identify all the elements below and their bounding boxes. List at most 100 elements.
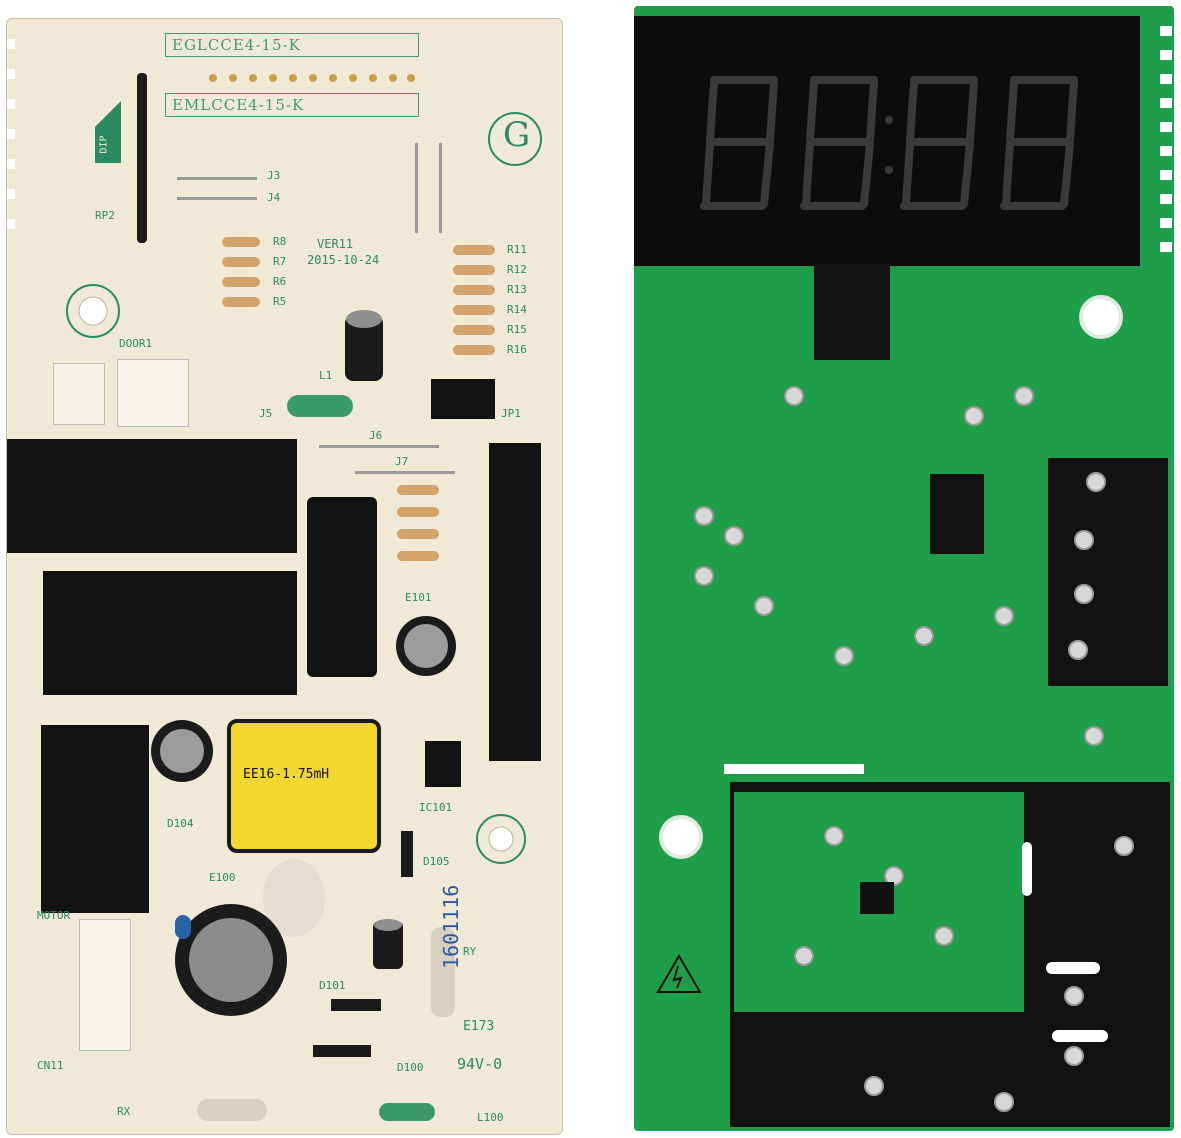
rating-label: 94V-0 [457, 1055, 503, 1073]
r11-label: R11 [507, 243, 527, 256]
solder-pad [914, 626, 934, 646]
solder-pad [994, 1092, 1014, 1112]
jp1-label: JP1 [501, 407, 521, 420]
capacitor-left [151, 720, 213, 782]
g-logo-letter: G [503, 115, 531, 155]
bulk-capacitor [175, 904, 287, 1016]
e100-label: E100 [209, 871, 236, 884]
ry-label: RY [463, 945, 477, 958]
board-part-label-second: EMLCCE4-15-K [165, 93, 419, 117]
solder-pad [934, 926, 954, 946]
j6-label: J6 [369, 429, 383, 442]
connector-strip-right [489, 443, 541, 761]
solder-pad [994, 606, 1014, 626]
d105-label: D105 [423, 855, 450, 868]
component-side-board: EGLCCE4-15-K EMLCCE4-15-K G DIP RP2 J3 J… [6, 18, 563, 1135]
solder-pad [1114, 836, 1134, 856]
solder-pad [1064, 986, 1084, 1006]
ic-smd-small [860, 882, 894, 914]
electrolytic-capacitor-small [345, 310, 383, 381]
connector-motor [79, 919, 131, 1051]
solder-pad [1064, 1046, 1084, 1066]
solder-pad [964, 406, 984, 426]
high-voltage-warning-icon [656, 954, 702, 993]
r7-label: R7 [273, 255, 287, 268]
ic-driver [930, 474, 984, 554]
resistor-array-rp2 [137, 73, 147, 243]
solder-pad [694, 566, 714, 586]
d101-label: D101 [319, 979, 346, 992]
solder-side-board [634, 6, 1174, 1131]
solder-pad [1074, 584, 1094, 604]
header-jp1 [431, 379, 495, 419]
mounting-hole-left [66, 284, 120, 338]
rx-label: RX [117, 1105, 131, 1118]
ic101-label: IC101 [419, 801, 453, 814]
capacitor-small-bottom [373, 919, 403, 969]
l1-label: L1 [319, 369, 333, 382]
door-label: DOOR1 [119, 337, 153, 350]
solder-pad [784, 386, 804, 406]
l100-label: L100 [477, 1111, 504, 1124]
r14-label: R14 [507, 303, 527, 316]
connector-door [117, 359, 189, 427]
solder-pad [834, 646, 854, 666]
mounting-hole-solder-top [1079, 295, 1123, 339]
jumper-j3 [177, 177, 257, 180]
r13-label: R13 [507, 283, 527, 296]
solder-pad [1014, 386, 1034, 406]
e101-label: E101 [405, 591, 432, 604]
relay-middle [43, 571, 297, 695]
transformer-label: EE16-1.75mH [243, 767, 330, 782]
ic-microcontroller [814, 264, 890, 360]
version-label: VER11 [317, 237, 354, 251]
resistor-block-middle [397, 485, 439, 561]
g-logo-icon [488, 112, 542, 166]
relay-solder-block [1048, 458, 1168, 686]
mounting-hole-solder-bottom [659, 815, 703, 859]
relay-bottom [41, 725, 149, 913]
solder-pad [1084, 726, 1104, 746]
r8-label: R8 [273, 235, 287, 248]
resistor-block-right [453, 245, 495, 355]
mounting-hole-right [476, 814, 526, 864]
capacitor-e101 [396, 616, 456, 676]
cert-label: E173 [463, 1019, 495, 1034]
ic101-optocoupler [425, 741, 461, 787]
solder-pad [724, 526, 744, 546]
edge-comb-right [1160, 26, 1172, 252]
j3-label: J3 [267, 169, 281, 182]
resistor-ry [431, 927, 455, 1017]
solder-pad [1068, 640, 1088, 660]
solder-pad [884, 866, 904, 886]
solder-pad [864, 1076, 884, 1096]
board-part-label-top: EGLCCE4-15-K [165, 33, 419, 57]
date-code-label: 1601116 [439, 884, 463, 969]
diode-d105 [401, 831, 413, 877]
motor-label: MOTOR [37, 909, 71, 922]
diode-d101 [331, 999, 381, 1011]
capacitor-blue [175, 915, 191, 939]
d104-label: D104 [167, 817, 194, 830]
jumper-white [724, 764, 864, 774]
j7-label: J7 [395, 455, 409, 468]
relay-top [7, 439, 297, 553]
solder-pad [694, 506, 714, 526]
cn11-label: CN11 [37, 1059, 64, 1072]
solder-pad [794, 946, 814, 966]
r12-label: R12 [507, 263, 527, 276]
jumper-j7 [355, 471, 455, 474]
edge-notches [7, 39, 15, 229]
solder-pad [754, 596, 774, 616]
resistor-rx [197, 1099, 267, 1121]
jumper-wire-2 [439, 143, 442, 233]
solder-pad [824, 826, 844, 846]
r16-label: R16 [507, 343, 527, 356]
jumper-j6 [319, 445, 439, 448]
jumper-j4 [177, 197, 257, 200]
slot-3 [1022, 842, 1032, 896]
r15-label: R15 [507, 323, 527, 336]
diode-d100 [313, 1045, 371, 1057]
r5-label: R5 [273, 295, 287, 308]
resistor-block-left [222, 237, 260, 307]
